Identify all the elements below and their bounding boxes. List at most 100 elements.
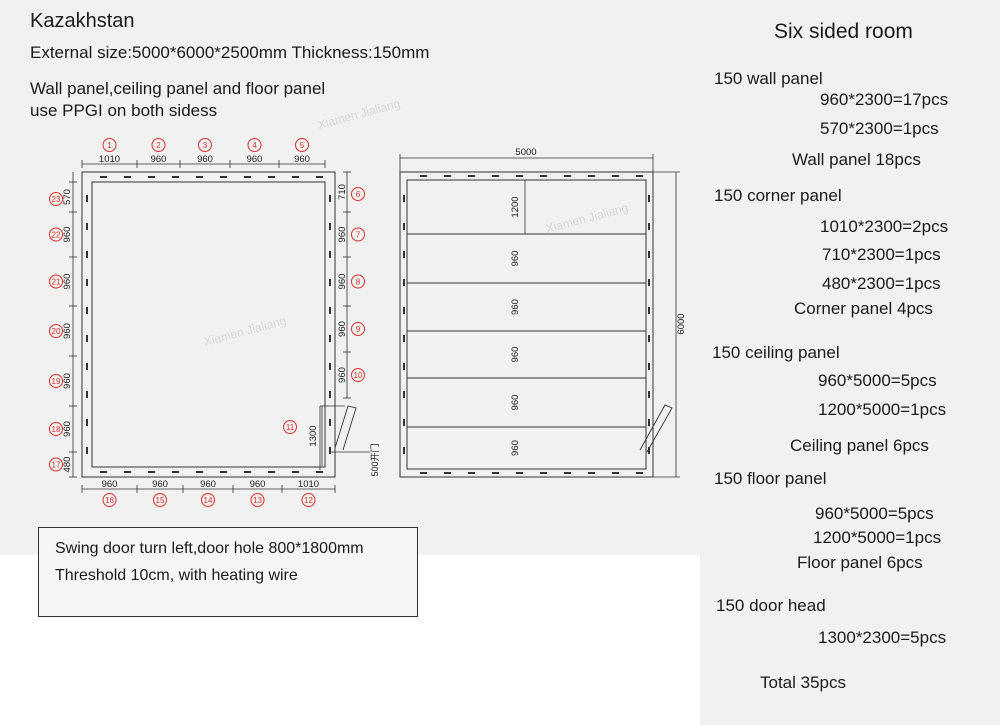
watermark-text: Xiamen Jialiang: [544, 200, 629, 235]
panel-number: 2: [156, 141, 161, 150]
panel-number: 1: [107, 141, 112, 150]
panel-number-marker: [351, 227, 365, 242]
panel-joint-mark: [316, 176, 323, 178]
panel-joint-mark: [329, 307, 331, 314]
panel-joint-mark: [492, 175, 499, 177]
panel-joint-mark: [172, 176, 179, 178]
panel-number: 17: [52, 461, 61, 470]
panel-number-marker: [153, 493, 167, 507]
panel-joint-mark: [420, 175, 427, 177]
panel-joint-mark: [588, 472, 595, 474]
panel-joint-mark: [86, 251, 88, 258]
panel-joint-mark: [329, 195, 331, 202]
bottom-dimension-label: 960: [250, 479, 266, 490]
size-spec: External size:5000*6000*2500mm Thickness…: [30, 43, 430, 62]
panel-joint-mark: [403, 251, 405, 258]
panel-number: 4: [252, 141, 257, 150]
panel-joint-mark: [316, 471, 323, 473]
panel-joint-mark: [420, 472, 427, 474]
panel-number-marker: [49, 324, 63, 338]
left-dimension-label: 480: [62, 457, 73, 473]
panel-joint-mark: [220, 176, 227, 178]
country-title: Kazakhstan: [30, 10, 135, 32]
panel-joint-mark: [403, 223, 405, 230]
ceiling-height-label: 6000: [676, 313, 687, 334]
panel-joint-mark: [124, 471, 131, 473]
material-line-2: use PPGI on both sidess: [30, 101, 218, 120]
panel-joint-mark: [148, 176, 155, 178]
ceiling-strip-label: 960: [510, 440, 521, 456]
panel-joint-mark: [648, 335, 650, 342]
panel-number-marker: [49, 422, 63, 436]
left-panel-background: [0, 0, 700, 555]
panel-number-marker: [49, 374, 63, 388]
panel-joint-mark: [86, 307, 88, 314]
panel-joint-mark: [86, 363, 88, 370]
door-note-line-2: Threshold 10cm, with heating wire: [55, 567, 298, 584]
wall-panel-line-2: 570*2300=1pcs: [820, 119, 939, 138]
panel-joint-mark: [648, 195, 650, 202]
panel-number-marker: [49, 192, 63, 206]
panel-number: 13: [253, 496, 262, 505]
panel-joint-mark: [468, 175, 475, 177]
door-head-line-1: 1300*2300=5pcs: [818, 628, 947, 647]
panel-joint-mark: [329, 391, 331, 398]
panel-number: 8: [356, 278, 361, 287]
ceiling-outer-outline: [399, 171, 654, 478]
panel-number-marker: [295, 138, 309, 152]
panel-joint-mark: [403, 307, 405, 314]
ceiling-inner-outline: [406, 179, 647, 470]
panel-number-marker: [102, 493, 117, 507]
panel-number: 16: [105, 496, 114, 505]
panel-number-marker: [198, 138, 212, 152]
panel-joint-mark: [329, 447, 331, 454]
panel-joint-mark: [612, 472, 619, 474]
panel-joint-mark: [292, 176, 299, 178]
ceiling-strip-label: 960: [510, 347, 521, 363]
panel-joint-mark: [244, 176, 251, 178]
corner-panel-line-3: 480*2300=1pcs: [822, 274, 941, 293]
panel-number: 14: [204, 496, 213, 505]
top-dimension-label: 960: [151, 154, 167, 165]
panel-joint-mark: [329, 419, 331, 426]
ceiling-panel-total: Ceiling panel 6pcs: [790, 436, 929, 455]
corner-panel-total: Corner panel 4pcs: [794, 299, 933, 318]
wall-panel-total: Wall panel 18pcs: [792, 150, 921, 169]
panel-joint-mark: [86, 391, 88, 398]
panel-joint-mark: [516, 175, 523, 177]
floor-panel-line-2: 1200*5000=1pcs: [813, 528, 942, 547]
panel-joint-mark: [196, 176, 203, 178]
panel-joint-mark: [612, 175, 619, 177]
panel-joint-mark: [86, 279, 88, 286]
top-dimension-label: 960: [197, 154, 213, 165]
panel-number-marker: [301, 493, 316, 507]
top-dimension-label: 960: [247, 154, 263, 165]
panel-number-marker: [351, 322, 365, 336]
panel-joint-mark: [648, 447, 650, 454]
panel-joint-mark: [564, 175, 571, 177]
panel-joint-mark: [648, 307, 650, 314]
ceiling-strip-label: 960: [510, 299, 521, 315]
material-line-1: Wall panel,ceiling panel and floor panel: [30, 79, 326, 98]
panel-joint-mark: [329, 363, 331, 370]
left-dimension-label: 960: [62, 274, 73, 290]
floor-panel-heading: 150 floor panel: [714, 469, 827, 488]
summary-title: Six sided room: [774, 20, 913, 43]
panel-joint-mark: [100, 471, 107, 473]
panel-joint-mark: [564, 472, 571, 474]
panel-joint-mark: [403, 335, 405, 342]
panel-joint-mark: [86, 195, 88, 202]
ceiling-panel-line-2: 1200*5000=1pcs: [818, 400, 947, 419]
right-dimension-label: 960: [337, 227, 348, 243]
panel-number-marker: [250, 493, 265, 507]
panel-joint-mark: [468, 472, 475, 474]
left-dimension-label: 960: [62, 227, 73, 243]
left-dimension-label: 960: [62, 373, 73, 389]
wall-plan: 1010196029603960496059601696015960149601…: [49, 138, 380, 507]
panel-number-marker: [351, 368, 365, 382]
panel-number: 21: [52, 278, 61, 287]
panel-number-marker: [49, 227, 63, 242]
panel-joint-mark: [86, 419, 88, 426]
bottom-dimension-label: 960: [200, 479, 216, 490]
